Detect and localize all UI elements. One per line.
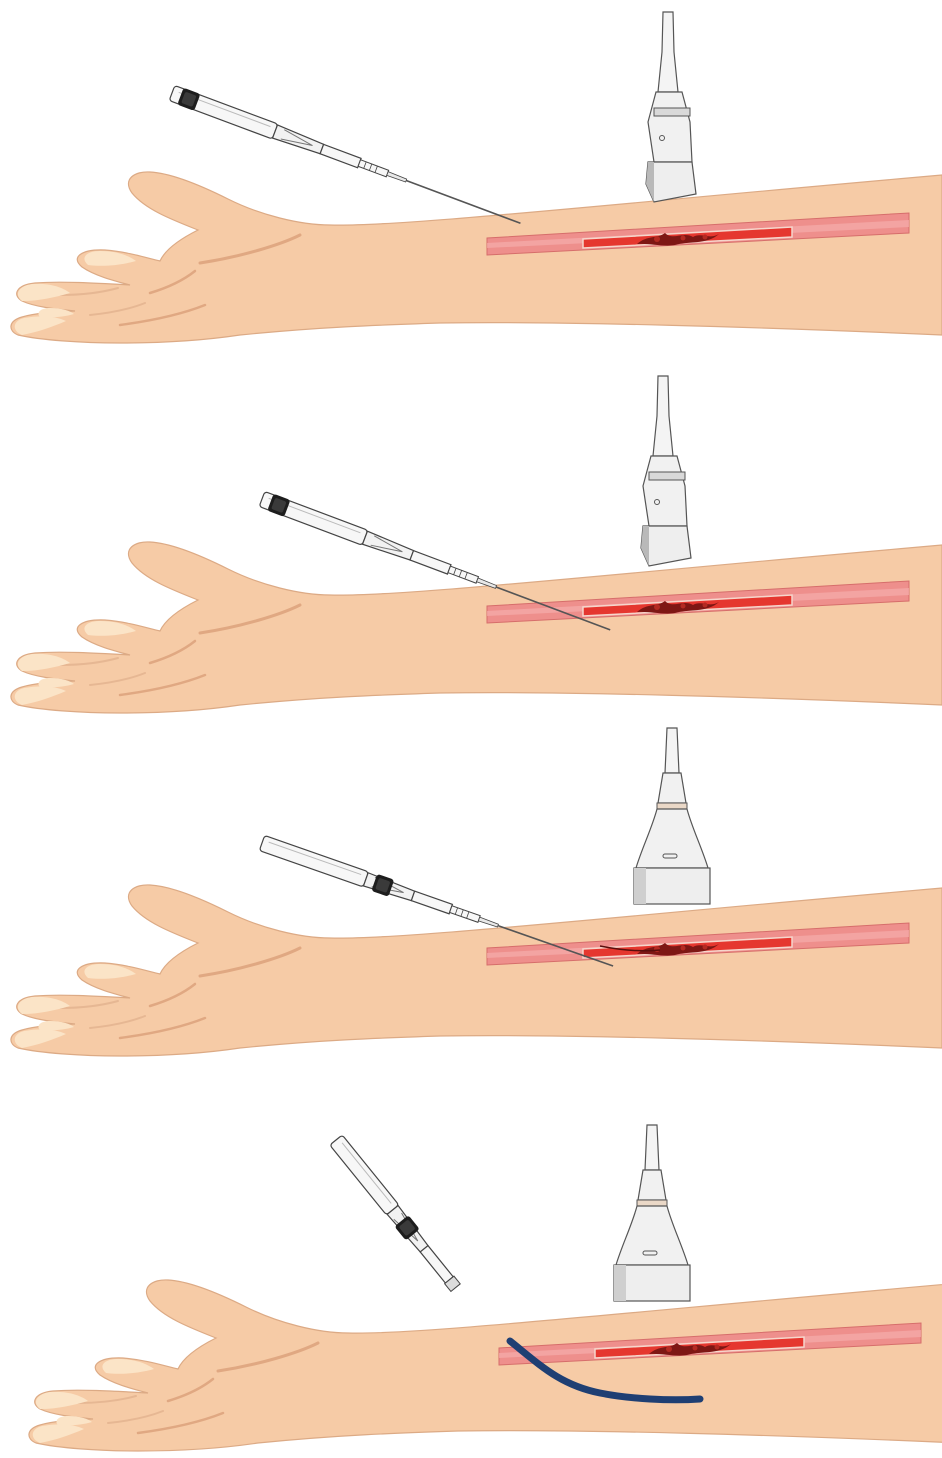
panel-2 (11, 376, 942, 713)
ultrasound-probe-4 (614, 1125, 690, 1301)
ultrasound-probe-1 (646, 12, 696, 202)
forearm-hand-2 (11, 542, 942, 713)
forearm-hand-3 (11, 885, 942, 1056)
panel-1 (11, 12, 942, 343)
panel-3 (11, 728, 942, 1056)
ultrasound-probe-2 (641, 376, 691, 566)
needle-4 (329, 1134, 463, 1293)
ultrasound-probe-3 (634, 728, 710, 904)
panel-4 (29, 1125, 942, 1451)
forearm-hand-4 (29, 1280, 942, 1451)
forearm-hand-1 (11, 172, 942, 343)
